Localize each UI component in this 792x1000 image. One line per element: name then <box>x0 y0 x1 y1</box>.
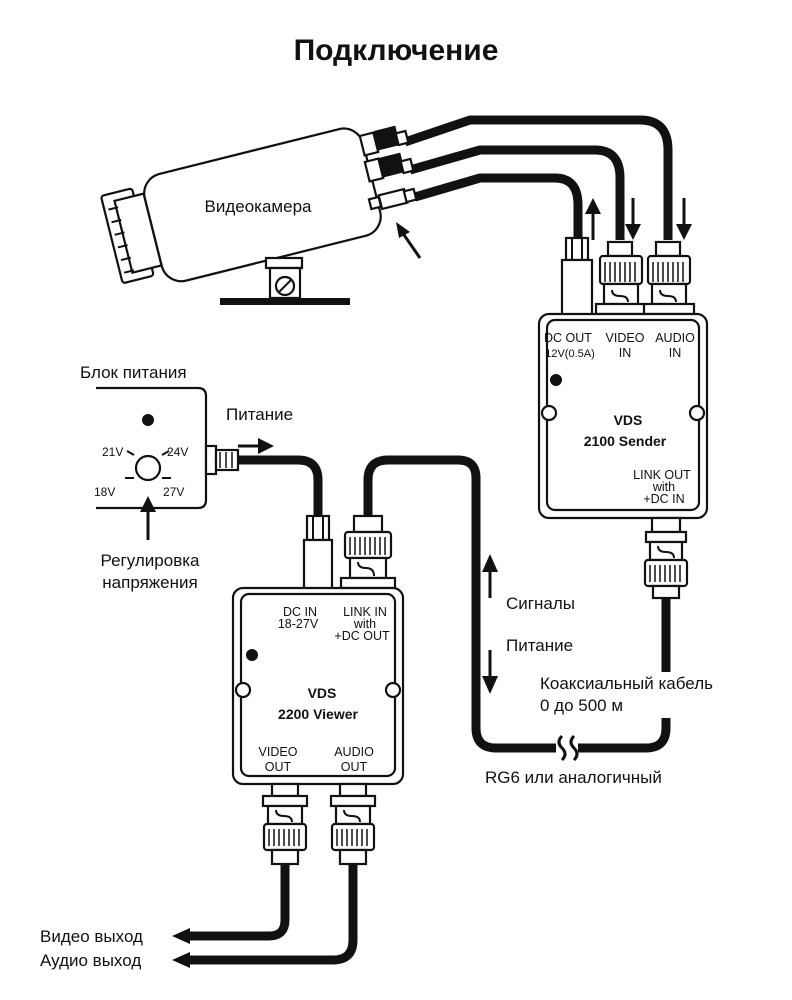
video-out-left-arrow-icon <box>172 928 190 944</box>
sender-link-out-connector <box>643 516 689 600</box>
power-down-arrow-icon <box>482 650 498 694</box>
power-supply-label: Блок питания <box>80 363 187 382</box>
sender-mount-hole-left <box>540 404 558 422</box>
video-in-down-arrow-icon <box>625 198 641 240</box>
dc-pointer-arrow-icon <box>396 222 422 259</box>
viewer-led-icon <box>246 649 258 661</box>
signals-label: Сигналы <box>506 594 575 613</box>
voltage-24v: 24V <box>167 445 188 459</box>
page-title: Подключение <box>294 34 499 67</box>
cable-break-icon <box>556 734 579 762</box>
viewer-port-video-out: VIDEO <box>259 745 298 759</box>
audio-out-left-arrow-icon <box>172 952 190 968</box>
adjust-up-arrow-icon <box>140 496 156 540</box>
voltage-dial-icon[interactable] <box>125 450 171 482</box>
svg-text:with: with <box>652 480 675 494</box>
camera-mount-top <box>264 256 304 270</box>
coax-link-cable <box>363 455 671 753</box>
power-cable <box>238 455 323 518</box>
power-plug <box>204 444 218 476</box>
power-output-label: Питание <box>226 405 293 424</box>
sender-port-dc-out-rating: 12V(0.5A) <box>545 348 595 360</box>
sender-port-link-out: LINK OUT <box>633 468 691 482</box>
dc-out-up-arrow-icon <box>585 198 601 240</box>
sender-port-dc-out: DC OUT <box>544 331 592 345</box>
viewer-mount-hole-right <box>384 681 402 699</box>
viewer-port-audio-out: AUDIO <box>334 745 374 759</box>
sender-port-audio-in: AUDIO <box>655 331 695 345</box>
voltage-27v: 27V <box>163 485 184 499</box>
sender-led-icon <box>550 374 562 386</box>
viewer-unit: DC IN 18-27V LINK IN with +DC OUT VDS 22… <box>231 586 405 786</box>
svg-text:OUT: OUT <box>341 760 368 774</box>
sender-port-video-in: VIDEO <box>606 331 645 345</box>
svg-text:OUT: OUT <box>265 760 292 774</box>
sender-model: VDS <box>614 412 643 428</box>
audio-output-label: Аудио выход <box>40 951 141 970</box>
svg-text:with: with <box>353 617 376 631</box>
audio-out-cable <box>190 864 358 965</box>
sender-mount-hole-right <box>688 404 706 422</box>
power-led-icon <box>142 414 154 426</box>
sender-model-name: 2100 Sender <box>584 433 667 449</box>
camera-lens-icon <box>100 187 163 284</box>
audio-in-down-arrow-icon <box>676 198 692 240</box>
power-supply: Блок питания 21V 24V 18V 27V Регулировка… <box>80 363 293 592</box>
link-power-label: Питание <box>506 636 573 655</box>
coax-cable-label: Коаксиальный кабель <box>540 674 713 693</box>
signals-up-arrow-icon <box>482 554 498 598</box>
svg-text:+DC OUT: +DC OUT <box>334 629 390 643</box>
video-out-cable <box>190 864 290 941</box>
voltage-21v: 21V <box>102 445 123 459</box>
voltage-adjust-label-2: напряжения <box>102 573 197 592</box>
camera-connectors <box>358 125 418 211</box>
voltage-18v: 18V <box>94 485 115 499</box>
viewer-output-connectors <box>261 782 377 866</box>
coax-cable-length: 0 до 500 м <box>540 696 623 715</box>
dc-cable <box>413 173 583 238</box>
video-cable <box>408 145 625 240</box>
camera: Видеокамера <box>100 125 422 305</box>
camera-to-sender-cables <box>403 115 673 240</box>
viewer-port-link-in: LINK IN <box>343 605 387 619</box>
viewer-model-name: 2200 Viewer <box>278 706 358 722</box>
audio-cable <box>403 115 673 240</box>
sender-connectors <box>560 198 696 322</box>
camera-base <box>220 298 350 305</box>
power-right-arrow-icon <box>238 438 274 454</box>
video-output-label: Видео выход <box>40 927 143 946</box>
voltage-adjust-label: Регулировка <box>101 551 201 570</box>
camera-label: Видеокамера <box>205 197 313 216</box>
sender-unit: DC OUT 12V(0.5A) VIDEO IN AUDIO IN VDS 2… <box>537 312 709 520</box>
svg-text:IN: IN <box>669 346 682 360</box>
viewer-input-connectors <box>302 514 397 598</box>
cable-type-label: RG6 или аналогичный <box>485 768 662 787</box>
viewer-model: VDS <box>308 685 337 701</box>
svg-text:IN: IN <box>619 346 632 360</box>
viewer-port-dc-in: DC IN <box>283 605 317 619</box>
svg-text:18-27V: 18-27V <box>278 617 319 631</box>
svg-text:+DC IN: +DC IN <box>643 492 684 506</box>
viewer-mount-hole-left <box>234 681 252 699</box>
